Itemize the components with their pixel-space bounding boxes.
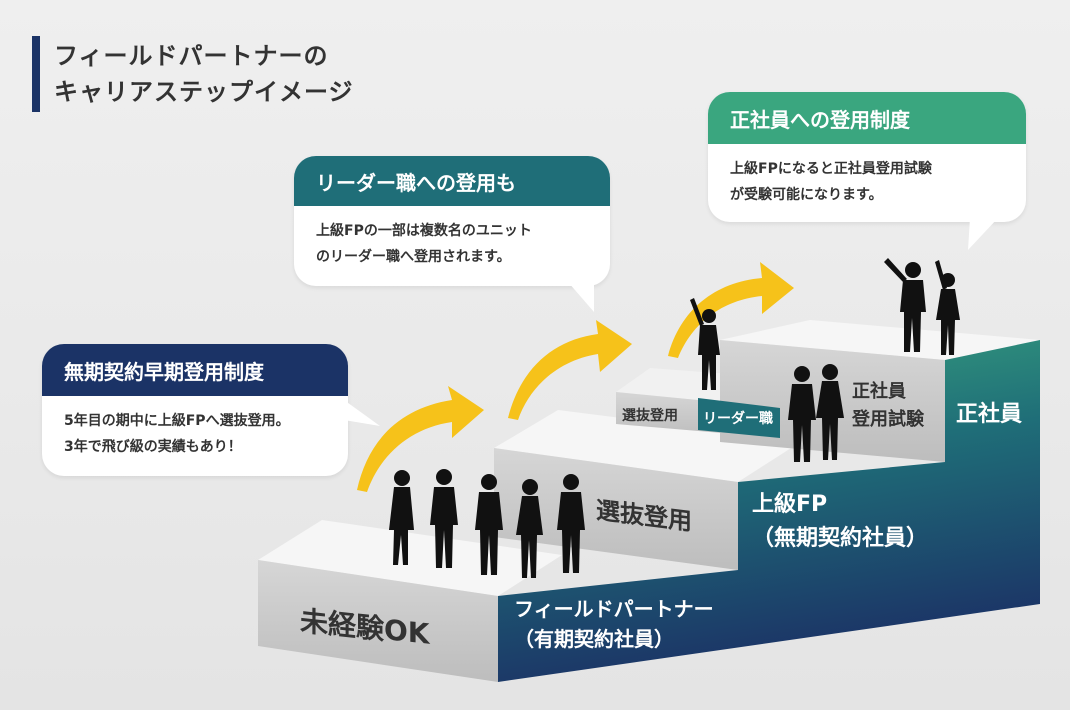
step3-side-label-right: リーダー職 <box>703 411 773 427</box>
person-icon <box>816 364 844 460</box>
bubble-early-tail <box>344 400 380 426</box>
title-line-1: フィールドパートナーの <box>54 42 329 70</box>
step3-exam-line-2: 登用試験 <box>852 409 924 430</box>
bubble-leader-tail <box>568 282 594 312</box>
step3-leader-face <box>698 398 780 438</box>
people-step1 <box>389 469 585 578</box>
stairs-front-face <box>498 340 1040 682</box>
step2-side <box>494 448 738 570</box>
page-title: フィールドパートナーの キャリアステップイメージ <box>54 38 354 110</box>
title-accent-bar <box>32 36 40 112</box>
person-icon <box>475 474 503 575</box>
person-icon <box>788 366 816 462</box>
bubble-leader-line-1: 上級FPの一部は複数名のユニット <box>316 223 532 239</box>
bubble-leader: リーダー職への登用も 上級FPの一部は複数名のユニット のリーダー職へ登用されま… <box>294 156 610 286</box>
bubble-early-line-2: 3年で飛び級の実績もあり！ <box>64 439 242 455</box>
step1-front-label: フィールドパートナー （有期契約社員） <box>514 594 714 654</box>
step4-front-label: 正社員 <box>956 402 1023 427</box>
bubble-regular-tail <box>968 218 998 250</box>
step1-top <box>258 520 562 596</box>
step4-top <box>720 320 1040 360</box>
arrow-1 <box>357 386 484 492</box>
person-icon <box>884 258 926 352</box>
step3-side-label-left: 選抜登用 <box>622 408 678 424</box>
person-icon <box>557 474 585 573</box>
bubble-early-line-1: 5年目の期中に上級FPへ選抜登用。 <box>64 413 290 429</box>
person-icon <box>430 469 458 568</box>
step3-exam-label: 正社員 登用試験 <box>852 378 924 434</box>
person-icon <box>389 470 414 565</box>
bubble-regular-body: 上級FPになると正社員登用試験 が受験可能になります。 <box>708 144 1026 208</box>
step2-front-line-1: 上級FP <box>752 492 828 517</box>
step1-front-line-1: フィールドパートナー <box>514 597 714 621</box>
bubble-leader-line-2: のリーダー職へ登用されます。 <box>316 249 511 265</box>
arrows <box>357 262 794 492</box>
bubble-regular-heading: 正社員への登用制度 <box>708 92 1026 144</box>
people-step2 <box>690 298 844 462</box>
bubble-early-heading: 無期契約早期登用制度 <box>42 344 348 396</box>
bubble-leader-heading: リーダー職への登用も <box>294 156 610 206</box>
step1-front-line-2: （有期契約社員） <box>514 627 674 651</box>
arrow-2 <box>508 320 632 420</box>
title-line-2: キャリアステップイメージ <box>54 78 354 106</box>
bubble-early-body: 5年目の期中に上級FPへ選抜登用。 3年で飛び級の実績もあり！ <box>42 396 348 460</box>
person-icon <box>935 260 960 355</box>
bubble-regular-employee: 正社員への登用制度 上級FPになると正社員登用試験 が受験可能になります。 <box>708 92 1026 222</box>
bubble-regular-line-2: が受験可能になります。 <box>730 187 883 203</box>
bubble-regular-line-1: 上級FPになると正社員登用試験 <box>730 161 932 177</box>
step2-front-label: 上級FP （無期契約社員） <box>752 488 928 556</box>
bubble-early-promotion: 無期契約早期登用制度 5年目の期中に上級FPへ選抜登用。 3年で飛び級の実績もあ… <box>42 344 348 476</box>
arrow-3 <box>668 262 794 358</box>
step2-front-line-2: （無期契約社員） <box>752 526 929 551</box>
step1-side <box>258 560 498 682</box>
people-top <box>884 258 960 355</box>
bubble-leader-body: 上級FPの一部は複数名のユニット のリーダー職へ登用されます。 <box>294 206 610 270</box>
step2-top <box>494 410 802 482</box>
step3-exam-line-1: 正社員 <box>852 381 906 402</box>
person-icon <box>516 479 543 578</box>
person-icon <box>690 298 720 390</box>
